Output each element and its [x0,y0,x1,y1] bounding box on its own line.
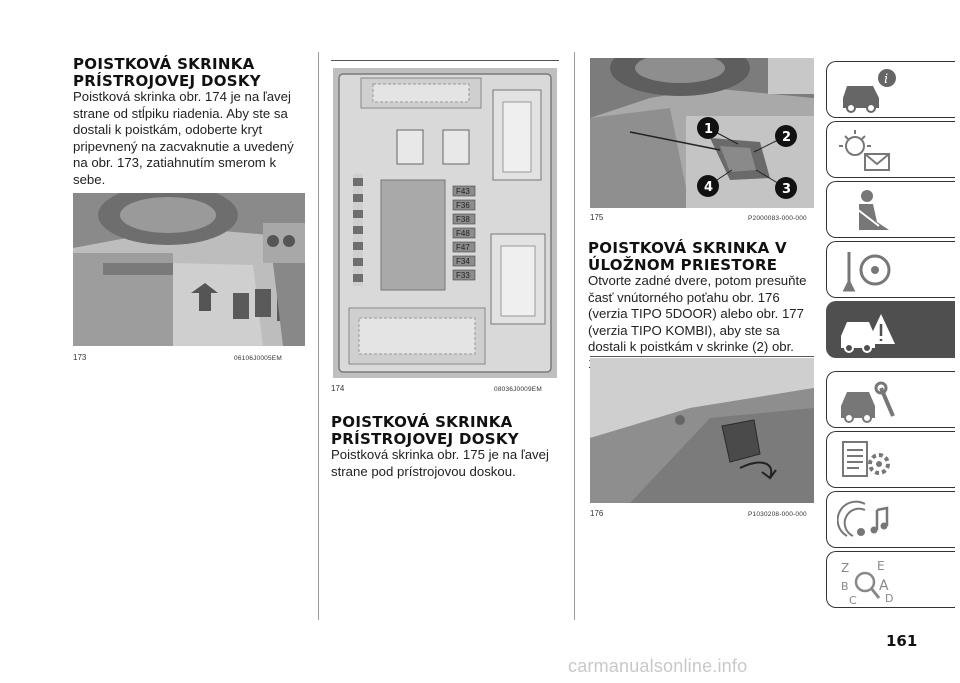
figure-number: 175 [590,213,604,222]
section-heading-1: POISTKOVÁ SKRINKA PRÍSTROJOVEJ DOSKY [73,56,305,90]
multimedia-icon [837,500,889,537]
figure-code: P1030208-000-000 [748,511,807,518]
svg-text:A: A [879,578,889,594]
heading-line: POISTKOVÁ SKRINKA V [588,239,787,257]
figure-code: 08036J0009EM [494,386,542,393]
under-dash-fusebox-illustration: 1 2 3 4 [590,58,814,208]
figure-number: 176 [590,509,604,518]
figure-number: 174 [331,384,345,393]
section-heading-2: POISTKOVÁ SKRINKA PRÍSTROJOVEJ DOSKY [331,414,559,448]
figure-173-image [73,193,305,346]
steering-key-icon [842,252,891,292]
heading-line: ÚLOŽNOM PRIESTORE [588,256,778,274]
callout-1: 1 [704,122,713,137]
section-body-1: Poistková skrinka obr. 174 je na ľavej s… [73,89,294,187]
figure-code: 06106J0005EM [234,355,282,362]
fuse-label: F34 [456,257,470,266]
warning-lights-icon [839,130,890,171]
car-info-icon: i [843,69,896,113]
callout-4: 4 [704,180,713,195]
heading-line: POISTKOVÁ SKRINKA [73,55,255,73]
section-body-2: Poistková skrinka obr. 175 je na ľavej s… [331,447,549,479]
svg-text:Z: Z [841,561,849,575]
car-emergency-icon [841,314,895,353]
svg-text:B: B [841,580,849,593]
callout-2: 2 [782,130,791,145]
figure-175-image: 1 2 3 4 [590,58,814,208]
car-service-icon [841,381,895,423]
tab-specs[interactable] [826,431,955,488]
section-heading-3: POISTKOVÁ SKRINKA V ÚLOŽNOM PRIESTORE [588,240,816,274]
figure-176-image [590,358,814,503]
watermark: carmanualsonline.info [568,656,748,676]
page-number: 161 [886,632,918,650]
seat-safety-icon [852,190,889,230]
tab-multimedia[interactable] [826,491,955,548]
svg-text:E: E [877,559,885,573]
dashboard-pedals-illustration [73,193,305,346]
tab-seat-safety[interactable] [826,181,955,238]
callout-3: 3 [782,182,791,197]
trunk-panel-illustration [590,358,814,503]
column-2-top-rule [331,60,559,61]
figure-top-rule [590,356,814,357]
tab-car-emergency[interactable] [826,301,955,358]
tab-steering-key[interactable] [826,241,955,298]
fuse-label: F33 [456,271,470,280]
figure-code: P2000083-000-000 [748,215,807,222]
tab-index[interactable]: Z E B A C D [826,551,955,608]
column-divider [318,52,319,620]
tab-car-service[interactable] [826,371,955,428]
index-letters-icon: Z E B A C D [841,559,893,606]
heading-line: PRÍSTROJOVEJ DOSKY [73,72,261,90]
tab-warning-lights[interactable] [826,121,955,178]
fuse-label: F43 [456,187,470,196]
svg-text:D: D [885,592,893,605]
figure-174-image: F43 F36 F38 F48 F47 F34 F33 [333,68,557,378]
column-divider [574,52,575,620]
fuse-label: F36 [456,201,470,210]
heading-line: POISTKOVÁ SKRINKA [331,413,513,431]
heading-line: PRÍSTROJOVEJ DOSKY [331,430,519,448]
fuse-box-illustration: F43 F36 F38 F48 F47 F34 F33 [333,68,557,378]
specs-gear-icon [842,441,890,477]
tab-car-info[interactable]: i [826,61,955,118]
fuse-label: F47 [456,243,470,252]
svg-text:i: i [884,72,888,87]
svg-text:C: C [849,594,857,606]
fuse-label: F48 [456,229,470,238]
figure-number: 173 [73,353,87,362]
fuse-label: F38 [456,215,470,224]
